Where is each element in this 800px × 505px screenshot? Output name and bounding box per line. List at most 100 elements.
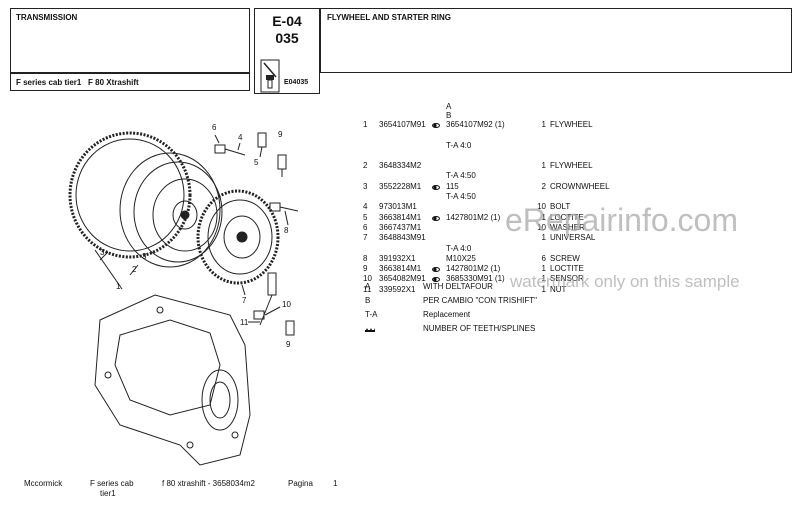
legend-code: A [365, 282, 371, 291]
legend-text: PER CAMBIO "CON TRISHIFT" [423, 296, 537, 305]
section-title: TRANSMISSION [16, 13, 78, 22]
footer-page-label: Pagina [288, 479, 313, 488]
quantity: 1 [541, 120, 546, 129]
footer-page-number: 1 [333, 479, 338, 488]
quantity: 1 [541, 264, 546, 274]
variant-marker-icon [432, 277, 440, 283]
item-number: 9 [363, 264, 368, 274]
quantity: 1 [541, 161, 546, 171]
alternate-ref: T-A 4:0 [446, 243, 472, 253]
alternate-ref: 1427801M2 (1) [446, 212, 501, 222]
description: LOCTITE [550, 264, 584, 274]
parts-row: T-A 4:50 [360, 171, 690, 181]
item-number: 10 [363, 274, 372, 284]
thumbnail-icon [260, 59, 280, 93]
crownwheel-part [68, 131, 192, 259]
legend-text: Replacement [423, 310, 471, 319]
quantity: 6 [541, 253, 546, 263]
quantity: 1 [541, 212, 546, 222]
item-number: 8 [363, 253, 368, 263]
alternate-ref: M10X25 [446, 253, 476, 263]
model-box: F series cab tier1 F 80 Xtrashift [10, 73, 250, 91]
callout-2: 2 [132, 265, 137, 274]
part-number: 3663814M1 [379, 264, 422, 274]
callout-4: 4 [238, 133, 243, 142]
part-number: 3654082M91 [379, 274, 426, 284]
parts-row: T-A 4:0 [360, 244, 690, 254]
parts-row [360, 130, 690, 140]
description: WASHER [550, 222, 585, 232]
description: NUT [550, 284, 567, 294]
footer-series-1: F series cab [90, 479, 134, 488]
variant-marker-icon [432, 123, 440, 128]
universal-part [196, 189, 280, 285]
footer-series-2: tier1 [100, 489, 116, 498]
page-number: 035 [275, 30, 299, 46]
legend-text: NUMBER OF TEETH/SPLINES [423, 324, 536, 333]
page-title: FLYWHEEL AND STARTER RING [327, 13, 452, 22]
callout-5: 5 [254, 158, 259, 167]
item-number: 5 [363, 212, 368, 222]
code-box: E-04 035 E04035 [254, 8, 320, 94]
title-box: FLYWHEEL AND STARTER RING [320, 8, 792, 73]
variant-marker-icon [432, 215, 440, 221]
description: SCREW [550, 253, 580, 263]
legend-text: WITH DELTAFOUR [423, 282, 493, 291]
alternate-ref: T-A 4:50 [446, 171, 476, 181]
callout-3a: 3 [100, 248, 105, 257]
parts-row: 9 3663814M1 1427801M2 (1) 1 LOCTITE [360, 264, 690, 274]
exploded-diagram: 1 2 3 3 4 5 6 7 8 9 9 10 11 [68, 123, 299, 466]
parts-row: T-A 4:0 [360, 141, 690, 151]
callout-1: 1 [116, 282, 121, 291]
quantity: 1 [541, 284, 546, 294]
quantity: 1 [541, 274, 546, 284]
item-number: 3 [363, 181, 368, 191]
description: FLYWHEEL [550, 161, 593, 171]
part-number: 3648334M2 [379, 161, 422, 171]
alternate-ref: 115 [446, 181, 459, 191]
callout-6: 6 [212, 123, 217, 132]
description: CROWNWHEEL [550, 181, 610, 191]
variant-marker-icon [432, 184, 440, 190]
part-number: 3663814M1 [379, 212, 422, 222]
part-number: 3667437M1 [379, 222, 422, 232]
callout-11: 11 [240, 318, 249, 327]
parts-row [360, 151, 690, 161]
footer-brand: Mccormick [24, 479, 63, 488]
part-number: 973013M1 [379, 202, 417, 212]
description: FLYWHEEL [550, 120, 593, 129]
variant-marker-icon [432, 267, 440, 273]
description: LOCTITE [550, 212, 584, 222]
part-number: 3552228M1 [379, 181, 422, 191]
flywheel-part [119, 152, 223, 268]
section-box: TRANSMISSION [10, 8, 250, 73]
item-number: 6 [363, 222, 368, 232]
parts-row: 5 3663814M1 1427801M2 (1) 1 LOCTITE [360, 213, 690, 223]
item-number: 11 [363, 284, 372, 294]
callout-9a: 9 [278, 130, 283, 139]
legend-code: B [365, 296, 371, 305]
legend-code: T-A [365, 310, 378, 319]
part-number: 3648843M91 [379, 233, 426, 243]
watermark-note: watermark only on this sample [510, 272, 740, 291]
page-ref: E04035 [284, 79, 309, 86]
item-number: 1 [363, 120, 368, 129]
item-number: 4 [363, 202, 368, 212]
callout-3b: 3 [142, 252, 147, 261]
quantity: 10 [537, 222, 546, 232]
description: BOLT [550, 202, 571, 212]
alternate-ref: 1427801M2 (1) [446, 264, 501, 274]
alternate-ref: T-A 4:50 [446, 192, 476, 202]
sensor-part [253, 272, 277, 326]
column-b-label: B [446, 111, 452, 120]
description: SENSOR [550, 274, 584, 284]
column-a-label: A [446, 102, 452, 111]
alternate-ref: 3654107M92 (1) [446, 120, 505, 129]
page-code: E-04 [272, 13, 302, 29]
